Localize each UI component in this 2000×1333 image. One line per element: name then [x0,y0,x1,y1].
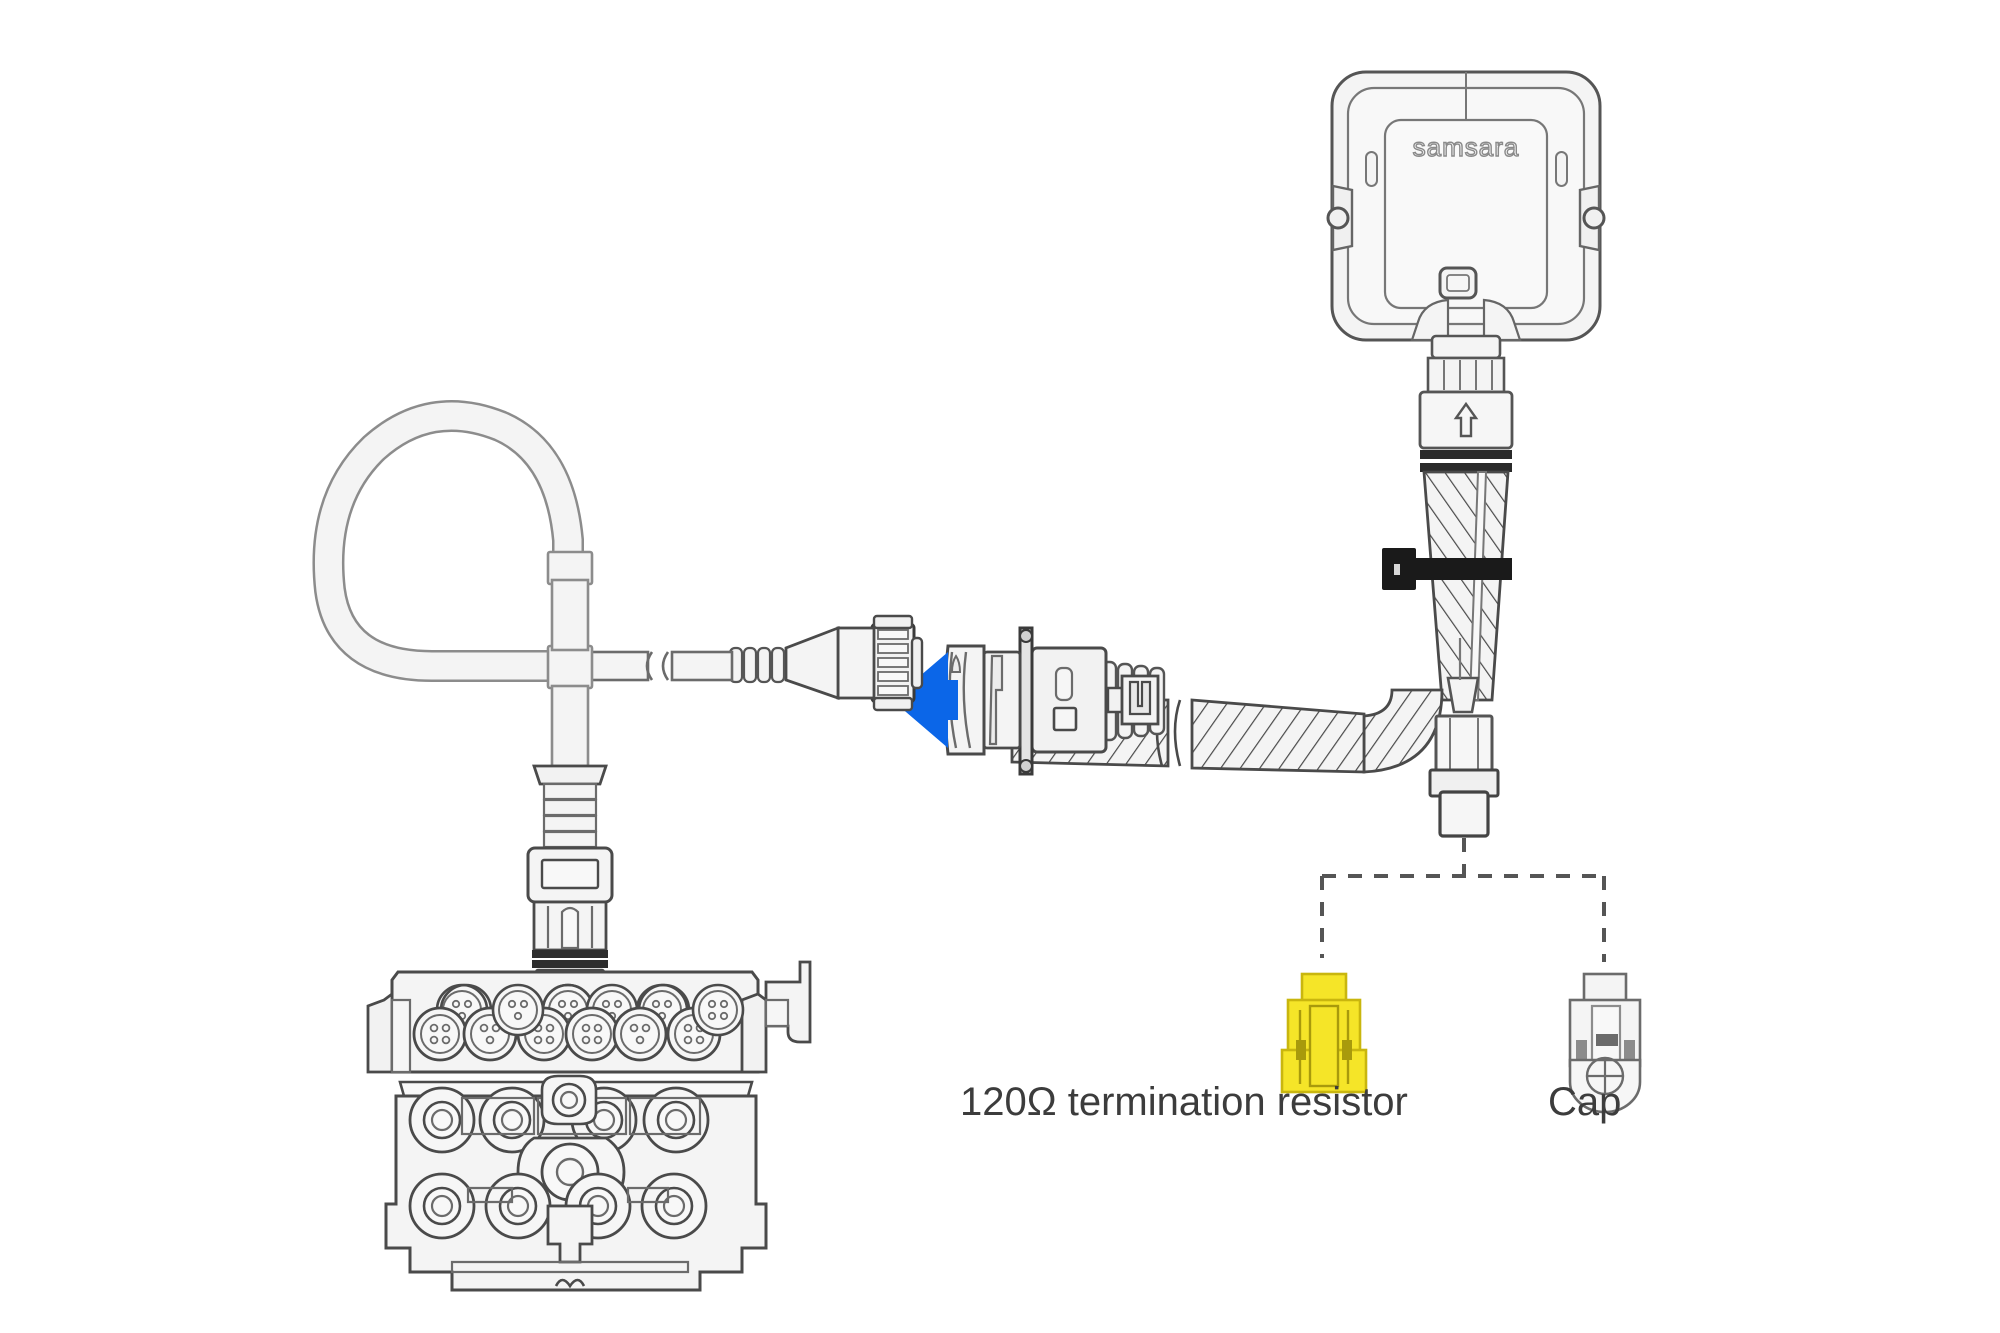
deutsch-latch-housing[interactable] [1120,674,1160,726]
stub-socket-face[interactable] [1438,790,1490,838]
drop-cable-run [550,684,590,768]
engine-block [366,960,812,1292]
connector-seal-band-1 [1420,450,1512,459]
engine-conn-seal-1 [532,950,608,958]
deutsch-key-rib [988,654,1004,746]
deutsch-rear-window [1052,706,1078,732]
device-front-port-inner [1446,274,1470,292]
engine-conn-seal-2 [532,960,608,968]
cable-zip-tie [1382,548,1512,590]
connector-seal-band-2 [1420,463,1512,472]
stub-taper [1446,676,1480,714]
engine-right-boss [740,992,768,1074]
samsara-gateway-device[interactable]: samsara [1326,70,1606,342]
engine-rib-left [466,1186,514,1204]
device-boot-wing-right [1482,298,1522,342]
engine-port-row-front [412,983,745,1062]
connector-keyed-body [1418,390,1514,450]
service-loop-cable [312,400,584,682]
harness-break-mark-a [1173,699,1182,767]
head-collar-lip-top [872,614,914,630]
stub-body [1434,714,1494,774]
head-tip-rim [910,636,924,690]
engine-conn-rib-4 [542,830,598,849]
connector-collar-top [1430,334,1502,360]
engine-drop-cable [550,578,590,768]
tee-junction-body [546,644,594,690]
deutsch-nose-rib-b [962,651,972,749]
engine-conn-rib-1 [542,782,598,801]
engine-rib-right [626,1186,670,1204]
cable-break-mark-b [645,651,654,681]
zip-tie-strap [1388,558,1512,580]
zip-tie-head-slot [1394,564,1400,575]
samsara-wordmark: samsara [1413,132,1520,162]
engine-pan-lip [450,1260,690,1274]
engine-conn-rib-3 [542,814,598,833]
deutsch-latch-fork-icon [1128,680,1152,716]
cable-break-mark-a [661,651,670,681]
device-led-right [1555,151,1568,187]
resistor-latch-right [1342,1040,1352,1060]
harness-inner-lead [1468,471,1488,701]
cap-latch-left [1576,1040,1587,1060]
engine-conn-rib-2 [542,798,598,817]
engine-conn-top-lip [532,764,608,786]
cap-latch-right [1624,1040,1635,1060]
head-body-block [836,626,876,700]
engine-left-boss [366,991,394,1074]
connector-up-arrow-icon [1453,401,1479,438]
engine-pan-notch [554,1278,586,1289]
mate-direction-arrow [892,652,958,748]
accessory-guide-lines [1320,838,1606,962]
braided-harness-vertical [1422,470,1510,702]
device-boot-wing-left [1410,298,1450,342]
engine-conn-window [540,858,600,890]
device-screw-hole-right [1582,206,1606,230]
engine-conn-key-tab [560,906,580,950]
head-collar-lip-bottom [872,696,914,712]
drop-cable-upper [550,578,590,652]
vehicle-side-cable [570,650,734,682]
cable-left-seg-b [670,650,734,682]
termination-resistor-part[interactable] [1280,972,1368,1094]
engine-crank-bore-inner [555,1157,585,1187]
cap-label: Cap [1548,1080,1621,1124]
deutsch-flange-bolt-top [1019,629,1033,643]
cap-part[interactable] [1568,972,1642,1114]
engine-panel-c [628,1096,702,1136]
vehicle-side-connector-head[interactable] [728,614,924,712]
loop-cable-fill [314,402,582,680]
engine-cam-bore-inner [559,1090,579,1110]
deutsch-rear-slot [1054,666,1074,702]
termination-resistor-label: 120Ω termination resistor [960,1080,1408,1124]
resistor-core-detail [1308,1004,1340,1088]
deutsch-clip-stem [1106,686,1124,714]
device-screw-hole-left [1326,206,1350,230]
engine-side-connector[interactable] [526,764,614,986]
deutsch-9pin-connector[interactable] [943,626,1160,776]
engine-panel-a [460,1096,536,1136]
deutsch-flange-bolt-bottom [1019,759,1033,773]
engine-left-rib [390,998,412,1074]
branch-stub-connector[interactable] [1428,638,1500,838]
resistor-latch-left [1296,1040,1306,1060]
device-face-plate [1383,118,1549,310]
cap-contact-bar [1596,1034,1618,1046]
harness-horizontal-right-seg [1190,698,1366,774]
device-cable-connector[interactable] [1418,334,1514,472]
head-cone-taper [784,625,840,700]
engine-bracket-web [764,998,790,1028]
deutsch-nose-notch [950,654,962,673]
device-led-left [1365,151,1378,187]
deutsch-flange-plate [1018,626,1034,776]
